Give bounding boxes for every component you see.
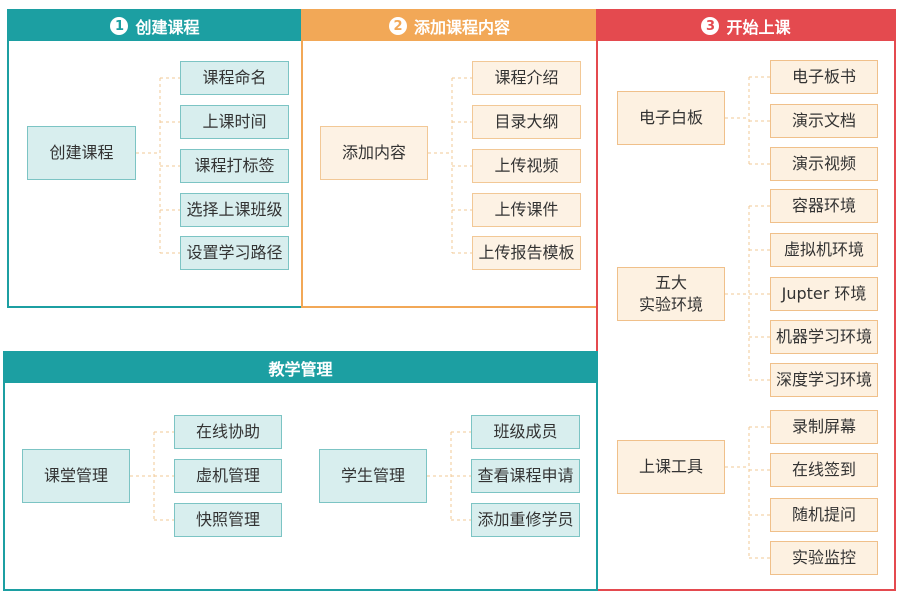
- ml-env-node: 机器学习环境: [770, 320, 878, 354]
- online-checkin-node: 在线签到: [770, 453, 878, 487]
- lab-env-root-line1: 五大: [654, 273, 687, 293]
- course-applications-node: 查看课程申请: [471, 459, 580, 493]
- student-mgmt-root-node: 学生管理: [319, 449, 427, 503]
- container-env-node: 容器环境: [770, 189, 878, 223]
- upload-courseware-node: 上传课件: [472, 193, 581, 227]
- e-board-node: 电子板书: [770, 60, 878, 94]
- add-content-root-node: 添加内容: [320, 126, 428, 180]
- class-members-node: 班级成员: [471, 415, 580, 449]
- classroom-mgmt-root-node: 课堂管理: [22, 449, 130, 503]
- start-class-header: 3 开始上课: [598, 11, 894, 41]
- outline-node: 目录大纲: [472, 105, 581, 139]
- teaching-management-title: 教学管理: [268, 360, 333, 379]
- add-content-header: 2 添加课程内容: [303, 11, 596, 41]
- presentation-doc-node: 演示文档: [770, 104, 878, 138]
- teaching-management-header: 教学管理: [5, 353, 596, 383]
- course-tag-node: 课程打标签: [180, 149, 289, 183]
- jupyter-env-node: Jupter 环境: [770, 277, 878, 311]
- lab-env-root-node: 五大 实验环境: [617, 267, 725, 321]
- step-number-badge: 1: [110, 17, 129, 35]
- add-retake-students-node: 添加重修学员: [471, 503, 580, 537]
- random-question-node: 随机提问: [770, 498, 878, 532]
- snapshot-mgmt-node: 快照管理: [174, 503, 282, 537]
- online-assist-node: 在线协助: [174, 415, 282, 449]
- class-tools-root-node: 上课工具: [617, 440, 725, 494]
- select-class-node: 选择上课班级: [180, 193, 289, 227]
- screen-record-node: 录制屏幕: [770, 410, 878, 444]
- dl-env-node: 深度学习环境: [770, 363, 878, 397]
- add-content-title: 添加课程内容: [413, 18, 510, 37]
- vm-env-node: 虚拟机环境: [770, 233, 878, 267]
- whiteboard-root-node: 电子白板: [617, 91, 725, 145]
- create-course-root-node: 创建课程: [27, 126, 136, 180]
- learning-path-node: 设置学习路径: [180, 236, 289, 270]
- upload-report-template-node: 上传报告模板: [472, 236, 581, 270]
- course-naming-node: 课程命名: [180, 61, 289, 95]
- step-number-badge: 3: [701, 17, 720, 35]
- lab-env-root-line2: 实验环境: [638, 295, 703, 314]
- create-course-header: 1 创建课程: [9, 11, 301, 41]
- step-number-badge: 2: [388, 17, 407, 35]
- vm-mgmt-node: 虚机管理: [174, 459, 282, 493]
- lab-monitor-node: 实验监控: [770, 541, 878, 575]
- start-class-title: 开始上课: [726, 18, 791, 37]
- class-time-node: 上课时间: [180, 105, 289, 139]
- presentation-video-node: 演示视频: [770, 147, 878, 181]
- create-course-title: 创建课程: [135, 18, 200, 37]
- course-intro-node: 课程介绍: [472, 61, 581, 95]
- upload-video-node: 上传视频: [472, 149, 581, 183]
